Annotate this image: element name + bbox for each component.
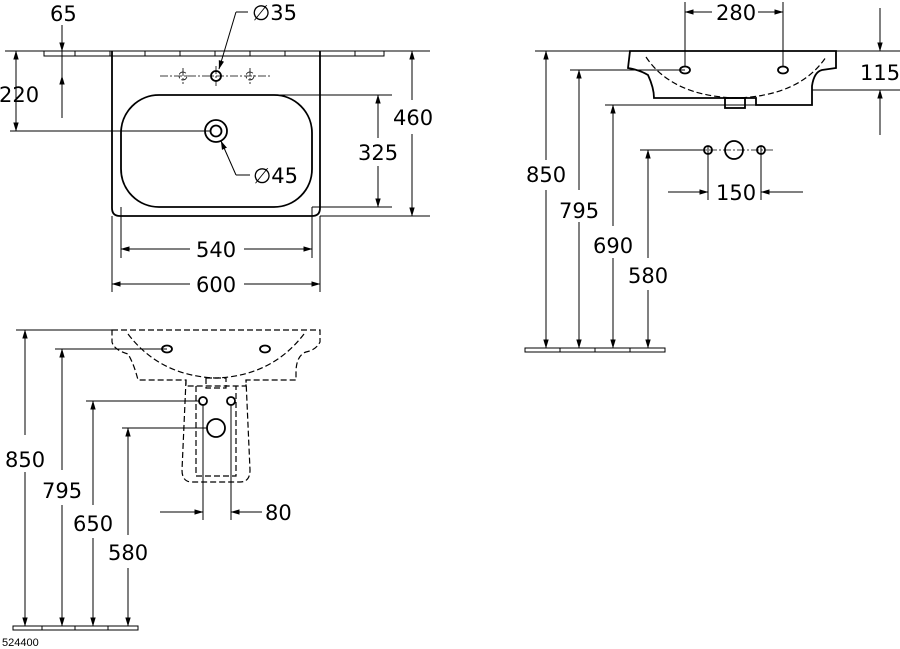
dim-65: 65 (50, 2, 77, 118)
dim-850-side: 850 (526, 50, 630, 349)
dim-325: 325 (216, 94, 398, 208)
svg-text:115: 115 (860, 61, 900, 85)
dim-80: 80 (160, 405, 292, 525)
dim-600: 600 (111, 216, 321, 297)
dim-540: 540 (120, 207, 313, 262)
dim-795-side: 795 (559, 69, 685, 349)
front-floor (12, 625, 139, 631)
svg-text:∅45: ∅45 (253, 164, 298, 188)
side-basin-profile (627, 50, 837, 106)
dim-850-front: 850 (5, 329, 112, 627)
svg-text:∅35: ∅35 (252, 1, 297, 25)
svg-text:65: 65 (50, 2, 77, 26)
dim-115: 115 (812, 8, 900, 135)
semi-pedestal (181, 379, 251, 483)
svg-text:795: 795 (559, 199, 599, 223)
svg-text:540: 540 (196, 238, 236, 262)
dim-dia35: ∅35 (218, 1, 297, 70)
dim-580-side: 580 (628, 149, 705, 349)
product-code: 524400 (2, 637, 39, 649)
front-basin-profile (111, 329, 321, 387)
svg-text:220: 220 (0, 83, 39, 107)
dim-220: 220 (0, 50, 210, 132)
svg-text:580: 580 (628, 264, 668, 288)
svg-text:795: 795 (42, 479, 82, 503)
front-waste-circle (206, 418, 226, 438)
dim-650-front: 650 (73, 400, 200, 627)
top-view: 65 ∅35 220 460 (0, 1, 433, 297)
svg-text:580: 580 (108, 541, 148, 565)
svg-text:850: 850 (5, 448, 45, 472)
svg-text:150: 150 (716, 181, 756, 205)
dim-dia45: ∅45 (220, 140, 298, 188)
dim-580-front: 580 (108, 427, 207, 627)
svg-text:325: 325 (358, 141, 398, 165)
svg-text:850: 850 (526, 163, 566, 187)
svg-text:280: 280 (716, 1, 756, 25)
front-view: 850 795 650 580 80 (5, 329, 321, 631)
side-view: 280 115 850 795 690 (524, 1, 900, 353)
svg-text:460: 460 (393, 106, 433, 130)
svg-text:650: 650 (73, 512, 113, 536)
side-floor (524, 347, 666, 353)
dim-280: 280 (684, 1, 784, 66)
dim-150: 150 (668, 146, 803, 205)
basin-bowl (120, 94, 313, 208)
top-wall (43, 50, 385, 57)
svg-text:600: 600 (196, 273, 236, 297)
dim-690-side: 690 (593, 104, 812, 349)
svg-text:690: 690 (593, 234, 633, 258)
dim-460: 460 (320, 50, 433, 217)
basin-outline (111, 51, 321, 217)
dim-795-front: 795 (42, 348, 167, 627)
svg-text:80: 80 (265, 501, 292, 525)
